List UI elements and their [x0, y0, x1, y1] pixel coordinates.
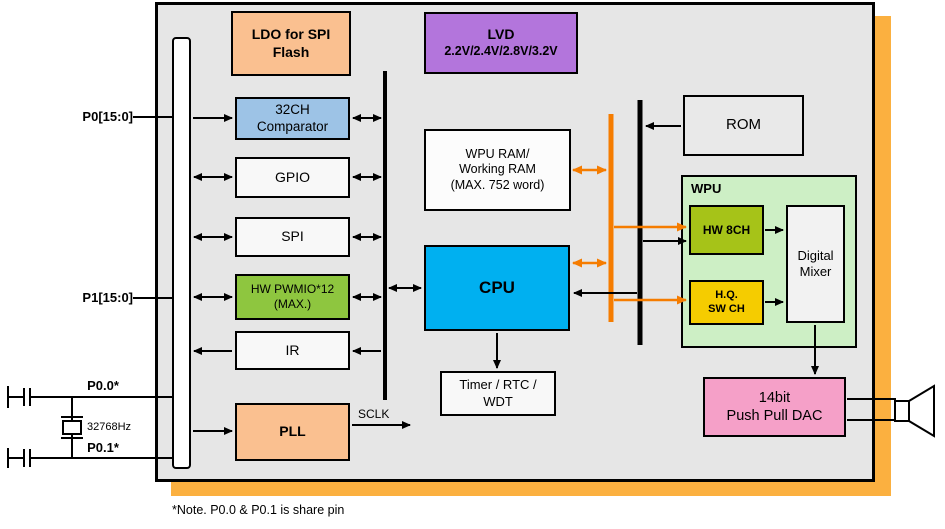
capacitor-bottom-icon — [7, 448, 31, 468]
label-line: HW PWMIO*12 — [250, 282, 335, 296]
label-line: LVD — [487, 26, 515, 43]
label-line: PLL — [279, 423, 306, 440]
label-line: HW 8CH — [702, 222, 751, 237]
label-line: Digital — [797, 247, 834, 263]
label-line: SW CH — [708, 302, 745, 315]
hq-sw-ch-block: H.Q. SW CH — [689, 280, 764, 325]
label-line: IR — [285, 341, 300, 358]
label-line: SPI — [281, 228, 304, 245]
label-line: H.Q. — [715, 288, 738, 301]
push-pull-dac-block: 14bit Push Pull DAC — [703, 377, 846, 437]
label-line: LDO for SPI — [251, 26, 331, 42]
label-line: WPU — [691, 181, 722, 196]
ldo-spi-flash-block: LDO for SPI Flash — [231, 11, 351, 76]
label-line: CPU — [479, 278, 515, 298]
label-line: Timer / RTC / — [459, 377, 537, 393]
ir-block: IR — [235, 331, 350, 370]
pin-wires — [31, 116, 173, 459]
label-line: 14bit — [758, 389, 791, 406]
label-line: ROM — [726, 116, 761, 134]
capacitor-top-icon — [7, 386, 31, 408]
pin-label-p1: P1[15:0] — [82, 290, 133, 305]
comparator-block: 32CH Comparator — [235, 97, 350, 140]
wpu-ram-block: WPU RAM/ Working RAM (MAX. 752 word) — [424, 129, 571, 211]
rom-block: ROM — [683, 95, 804, 156]
label-line: (MAX. 752 word) — [450, 177, 545, 192]
label-line: Working RAM — [459, 162, 536, 177]
label-line: 32CH — [275, 101, 310, 117]
spi-block: SPI — [235, 217, 350, 257]
pll-block: PLL — [235, 403, 350, 461]
pin-mux-bar — [172, 37, 191, 469]
crystal-icon — [61, 416, 83, 439]
digital-mixer-block: Digital Mixer — [786, 205, 845, 323]
label-line: 2.2V/2.4V/2.8V/3.2V — [444, 43, 558, 58]
cpu-block: CPU — [424, 245, 570, 331]
label-line: Flash — [272, 43, 310, 60]
label-line: WPU RAM/ — [465, 146, 530, 161]
hw-8ch-block: HW 8CH — [689, 205, 764, 255]
speaker-icon — [894, 384, 935, 438]
label-line: Mixer — [799, 264, 832, 279]
sclk-label: SCLK — [358, 407, 390, 421]
label-line: Comparator — [256, 118, 329, 134]
pin-label-p0-0: P0.0* — [87, 378, 119, 393]
lvd-block: LVD 2.2V/2.4V/2.8V/3.2V — [424, 12, 578, 74]
pin-label-p0-1: P0.1* — [87, 440, 119, 455]
label-line: GPIO — [274, 168, 310, 185]
label-line: (MAX.) — [273, 297, 312, 311]
label-line: Push Pull DAC — [726, 408, 823, 424]
timer-rtc-wdt-block: Timer / RTC / WDT — [440, 371, 556, 416]
hw-pwmio-block: HW PWMIO*12 (MAX.) — [235, 274, 350, 320]
gpio-block: GPIO — [235, 157, 350, 198]
crystal-frequency-label: 32768Hz — [87, 421, 132, 433]
pin-label-p0: P0[15:0] — [82, 109, 133, 124]
footnote: *Note. P0.0 & P0.1 is share pin — [172, 503, 345, 517]
label-line: WDT — [483, 393, 513, 409]
